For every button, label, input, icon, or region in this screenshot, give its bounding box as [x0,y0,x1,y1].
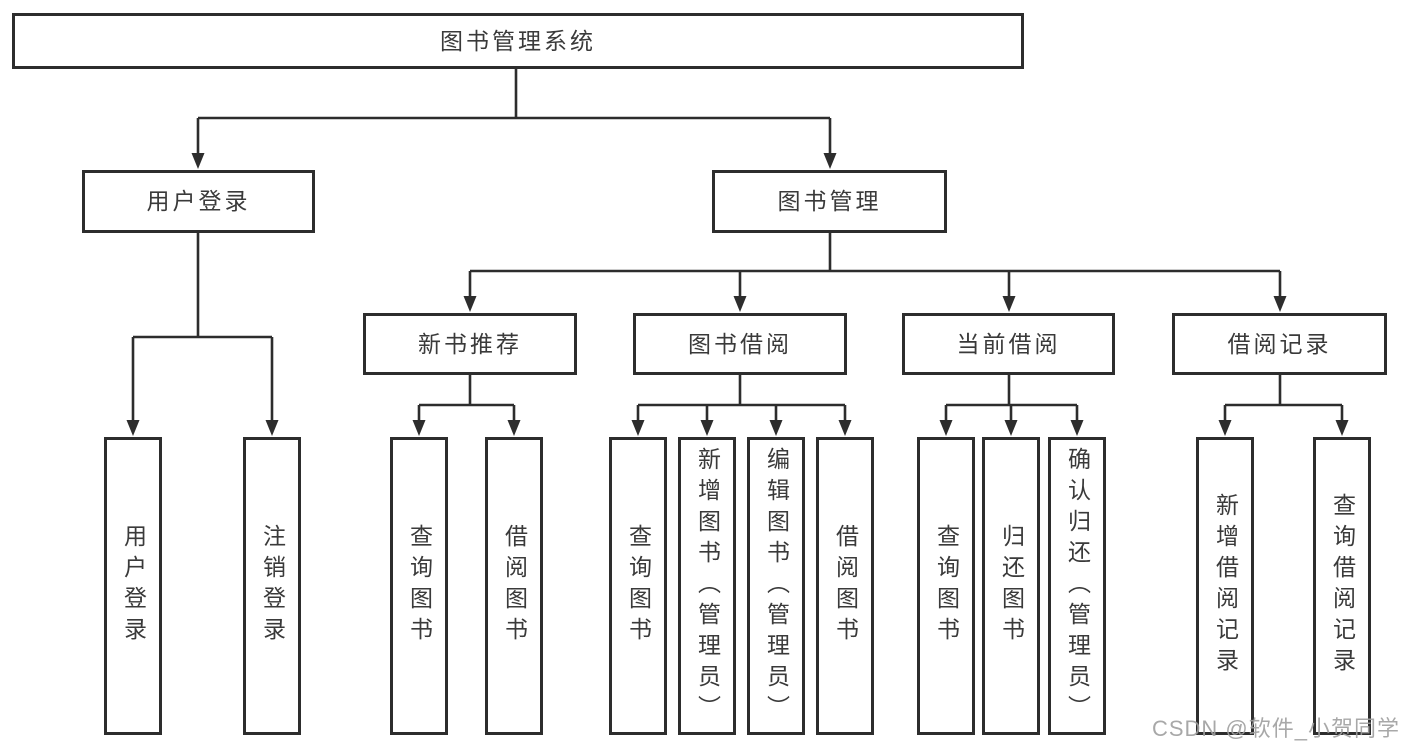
leaf-edit-book-admin: 编辑图书（管理员） [747,437,805,735]
leaf-add-book-admin: 新增图书（管理员） [678,437,736,735]
node-borrowing-records: 借阅记录 [1172,313,1387,375]
leaf-query-book-borrowing: 查询图书 [609,437,667,735]
leaf-query-book-current: 查询图书 [917,437,975,735]
csdn-watermark: CSDN @软件_小贺同学 [1151,716,1400,741]
node-current-borrowing: 当前借阅 [902,313,1115,375]
node-user-login: 用户登录 [82,170,315,233]
leaf-logout: 注销登录 [243,437,301,735]
node-library-management-system: 图书管理系统 [12,13,1024,69]
node-book-borrowing: 图书借阅 [633,313,847,375]
leaf-add-borrow-record: 新增借阅记录 [1196,437,1254,735]
node-book-management: 图书管理 [712,170,947,233]
node-new-book-recommendation: 新书推荐 [363,313,577,375]
leaf-borrow-book: 借阅图书 [816,437,874,735]
leaf-query-book-recommend: 查询图书 [390,437,448,735]
leaf-borrow-book-recommend: 借阅图书 [485,437,543,735]
leaf-user-login: 用户登录 [104,437,162,735]
leaf-confirm-return-admin: 确认归还（管理员） [1048,437,1106,735]
leaf-return-book: 归还图书 [982,437,1040,735]
leaf-query-borrow-record: 查询借阅记录 [1313,437,1371,735]
